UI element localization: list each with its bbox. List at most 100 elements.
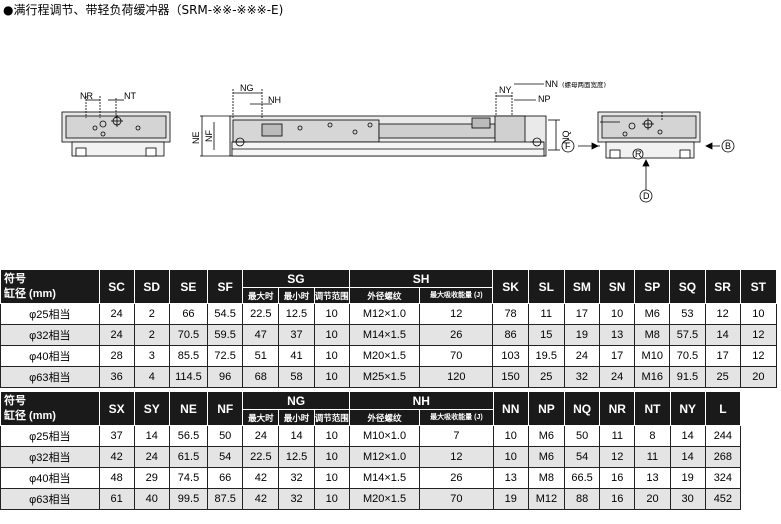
table-cell: M10×1.0 xyxy=(348,425,421,447)
table2-subheader: 外径螺纹 xyxy=(348,409,421,426)
table-cell: 14 xyxy=(704,324,741,346)
technical-drawing: NR NT NG NH NE NF NY NP NQ NN (螺母两面宽度) F… xyxy=(61,79,735,203)
table1-subheader: 最大时 xyxy=(242,287,280,304)
table-cell: M8 xyxy=(634,324,671,346)
side-view xyxy=(200,83,560,157)
row-label: φ25相当 xyxy=(0,425,100,447)
table-cell: 17 xyxy=(598,345,636,367)
table-cell: 12 xyxy=(739,345,778,367)
table-cell: 50 xyxy=(207,425,244,447)
table1-header: SP xyxy=(634,269,671,304)
table-cell: 16 xyxy=(599,467,636,489)
table-cell: 19 xyxy=(563,324,601,346)
table-cell: 48 xyxy=(98,467,135,489)
table2-header: NN xyxy=(492,391,529,426)
table-cell: 10 xyxy=(598,303,636,325)
nn-note: (螺母两面宽度) xyxy=(562,80,606,89)
table-cell: 244 xyxy=(704,425,742,447)
table-cell: 59.5 xyxy=(207,324,244,346)
table2-header: NE xyxy=(168,391,209,426)
table-cell: 16 xyxy=(599,488,636,510)
dim-label-nq: NQ xyxy=(561,131,571,145)
table2-subheader: 最大时 xyxy=(242,409,280,426)
table-cell: 10 xyxy=(313,467,350,489)
dim-label-nf: NF xyxy=(204,130,214,142)
dim-label-nh: NH xyxy=(268,95,281,105)
table-cell: 26 xyxy=(419,467,494,489)
table2-header: NP xyxy=(527,391,566,426)
table2-corner-bottom: 缸径 (mm) xyxy=(4,409,56,422)
left-end-view xyxy=(61,96,171,157)
table-cell: 61 xyxy=(98,488,135,510)
dim-label-nr: NR xyxy=(80,91,93,101)
table-cell: 78 xyxy=(492,303,529,325)
table1-header: SH xyxy=(348,269,494,288)
table-cell: 20 xyxy=(739,366,778,388)
table1-subheader: 最大吸收能量 (J) xyxy=(419,287,494,304)
table-cell: 32 xyxy=(278,467,315,489)
table-cell: 30 xyxy=(669,488,706,510)
dim-label-nt: NT xyxy=(124,91,136,101)
table1-subheader: 调节范围 xyxy=(313,287,350,304)
table-cell: 10 xyxy=(492,425,529,447)
table-cell: 20 xyxy=(634,488,671,510)
table1-header: SG xyxy=(242,269,350,288)
table-cell: 14 xyxy=(133,425,170,447)
table1-header: ST xyxy=(739,269,778,304)
table-cell: 150 xyxy=(492,366,529,388)
table-cell: 26 xyxy=(419,324,494,346)
table-cell: 324 xyxy=(704,467,742,489)
table-cell: 86 xyxy=(492,324,529,346)
table-cell: 12 xyxy=(739,324,778,346)
row-label: φ63相当 xyxy=(0,488,100,510)
row-label: φ63相当 xyxy=(0,366,100,388)
view-label-d: D xyxy=(643,191,650,201)
table-cell: 14 xyxy=(669,425,706,447)
table1-subheader: 外径螺纹 xyxy=(348,287,421,304)
table-cell: 24 xyxy=(563,345,601,367)
table-cell: 42 xyxy=(242,467,280,489)
table1-header: SL xyxy=(527,269,565,304)
table-cell: 13 xyxy=(634,467,671,489)
dim-label-ne: NE xyxy=(191,131,201,144)
table-cell: 12 xyxy=(419,446,494,468)
table-cell: 70.5 xyxy=(168,324,209,346)
table-cell: M12×1.0 xyxy=(348,446,421,468)
table2-header: NG xyxy=(242,391,350,410)
table-cell: 51 xyxy=(242,345,280,367)
table-cell: 19 xyxy=(669,467,706,489)
table-cell: 50 xyxy=(563,425,601,447)
table-cell: 66 xyxy=(168,303,209,325)
table-cell: 47 xyxy=(242,324,280,346)
table-cell: M16 xyxy=(634,366,671,388)
table-cell: 114.5 xyxy=(168,366,209,388)
table-cell: 70 xyxy=(419,345,494,367)
table1-corner-bottom: 缸径 (mm) xyxy=(4,287,56,300)
table-cell: 2 xyxy=(133,303,170,325)
table-cell: M6 xyxy=(527,425,566,447)
table1-header: SE xyxy=(168,269,209,304)
table-cell: 10 xyxy=(313,366,350,388)
table-cell: 72.5 xyxy=(207,345,244,367)
table-cell: 13 xyxy=(492,467,529,489)
table-cell: 17 xyxy=(563,303,601,325)
table-cell: M8 xyxy=(527,467,566,489)
right-end-view xyxy=(561,111,735,203)
table-cell: 3 xyxy=(133,345,170,367)
table-cell: 11 xyxy=(527,303,565,325)
table-cell: 13 xyxy=(598,324,636,346)
table-cell: 120 xyxy=(419,366,494,388)
table2-header: SX xyxy=(98,391,135,426)
table-cell: 24 xyxy=(98,324,135,346)
row-label: φ32相当 xyxy=(0,446,100,468)
table1-subheader: 最小时 xyxy=(278,287,315,304)
table1-corner-top: 符号 xyxy=(4,272,26,285)
table2-header: SY xyxy=(133,391,170,426)
table-cell: 91.5 xyxy=(669,366,706,388)
table2-header: NQ xyxy=(563,391,601,426)
table-cell: M25×1.5 xyxy=(348,366,421,388)
table2-subheader: 最小时 xyxy=(278,409,315,426)
